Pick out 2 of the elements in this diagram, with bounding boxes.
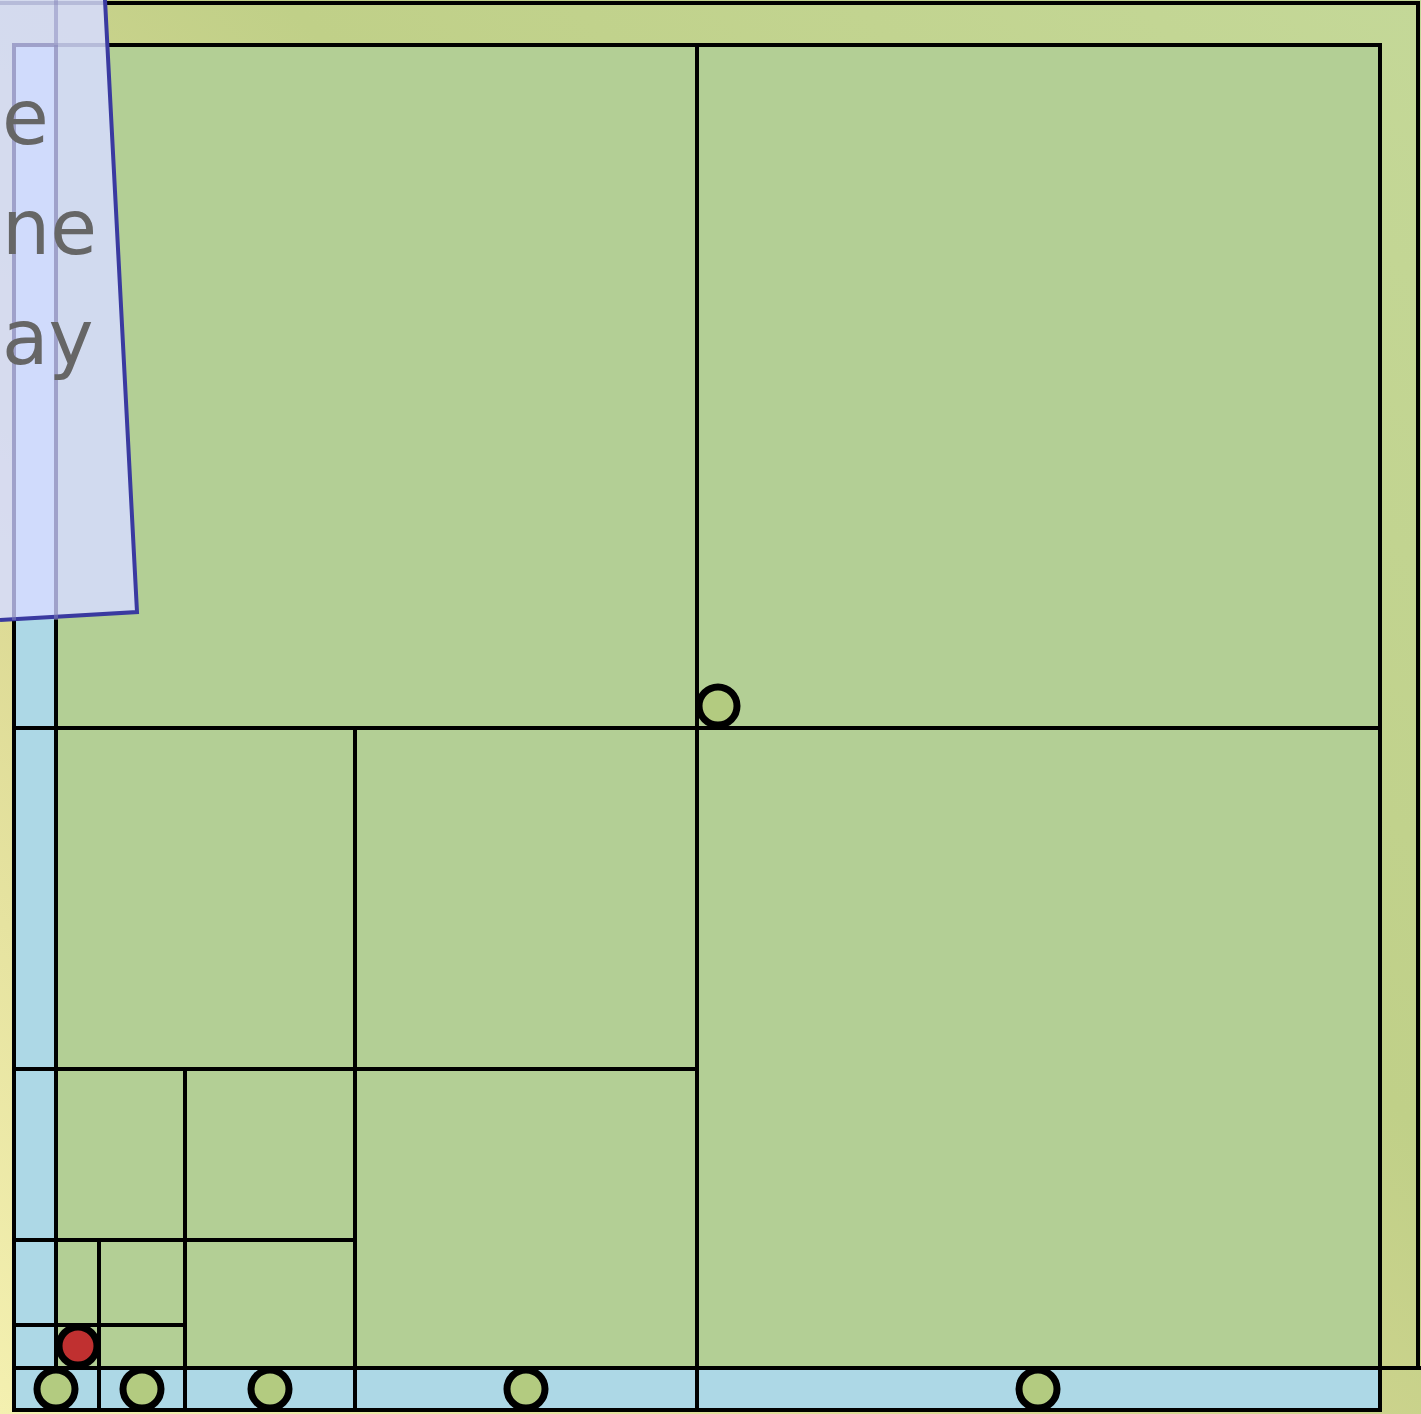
cut-off-text: e (2, 80, 49, 156)
cut-off-text: ne (2, 190, 97, 266)
